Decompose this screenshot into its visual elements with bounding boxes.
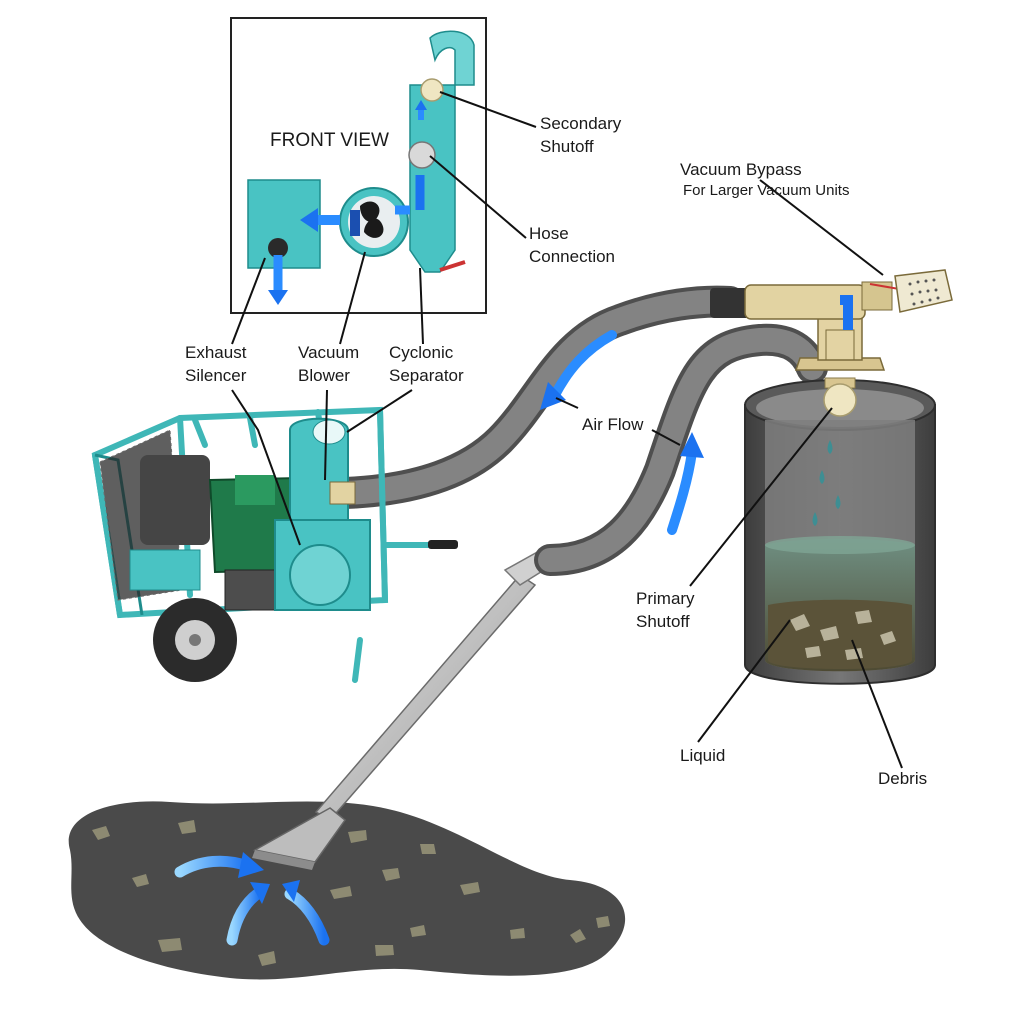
- label-liquid: Liquid: [680, 746, 725, 765]
- suction-hose: [534, 323, 828, 576]
- inset-title: FRONT VIEW: [270, 130, 389, 151]
- liquid-drops: [812, 440, 841, 526]
- front-view-inset: FRONT VIEW: [230, 17, 487, 314]
- label-air-flow: Air Flow: [582, 415, 644, 434]
- label-hose-connection: Hose Connection: [529, 224, 615, 266]
- vacuum-hose: [329, 285, 746, 509]
- spill-puddle: [68, 801, 626, 980]
- label-vacuum-bypass: Vacuum Bypass: [680, 160, 802, 179]
- suction-arrowheads: [238, 852, 300, 904]
- label-vacuum-blower: Vacuum Blower: [298, 343, 364, 385]
- debris-bits: [92, 820, 610, 966]
- label-debris: Debris: [878, 769, 927, 788]
- bypass-filter: [894, 269, 953, 313]
- vacuum-bypass: [710, 269, 953, 330]
- label-exhaust-silencer: Exhaust Silencer: [185, 343, 251, 385]
- vacuum-cart-unit: [91, 406, 458, 683]
- vacuum-wand: [252, 544, 562, 870]
- callout-labels: Secondary Shutoff Hose Connection Vacuum…: [185, 114, 927, 788]
- label-cyclonic-separator: Cyclonic Separator: [389, 343, 464, 385]
- drum-debris-chunks: [790, 610, 896, 660]
- label-secondary-shutoff: Secondary Shutoff: [540, 114, 626, 156]
- label-vacuum-bypass-sub: For Larger Vacuum Units: [683, 182, 849, 199]
- collection-drum: [744, 311, 936, 685]
- leader-lines: [231, 91, 903, 769]
- label-primary-shutoff: Primary Shutoff: [636, 589, 699, 631]
